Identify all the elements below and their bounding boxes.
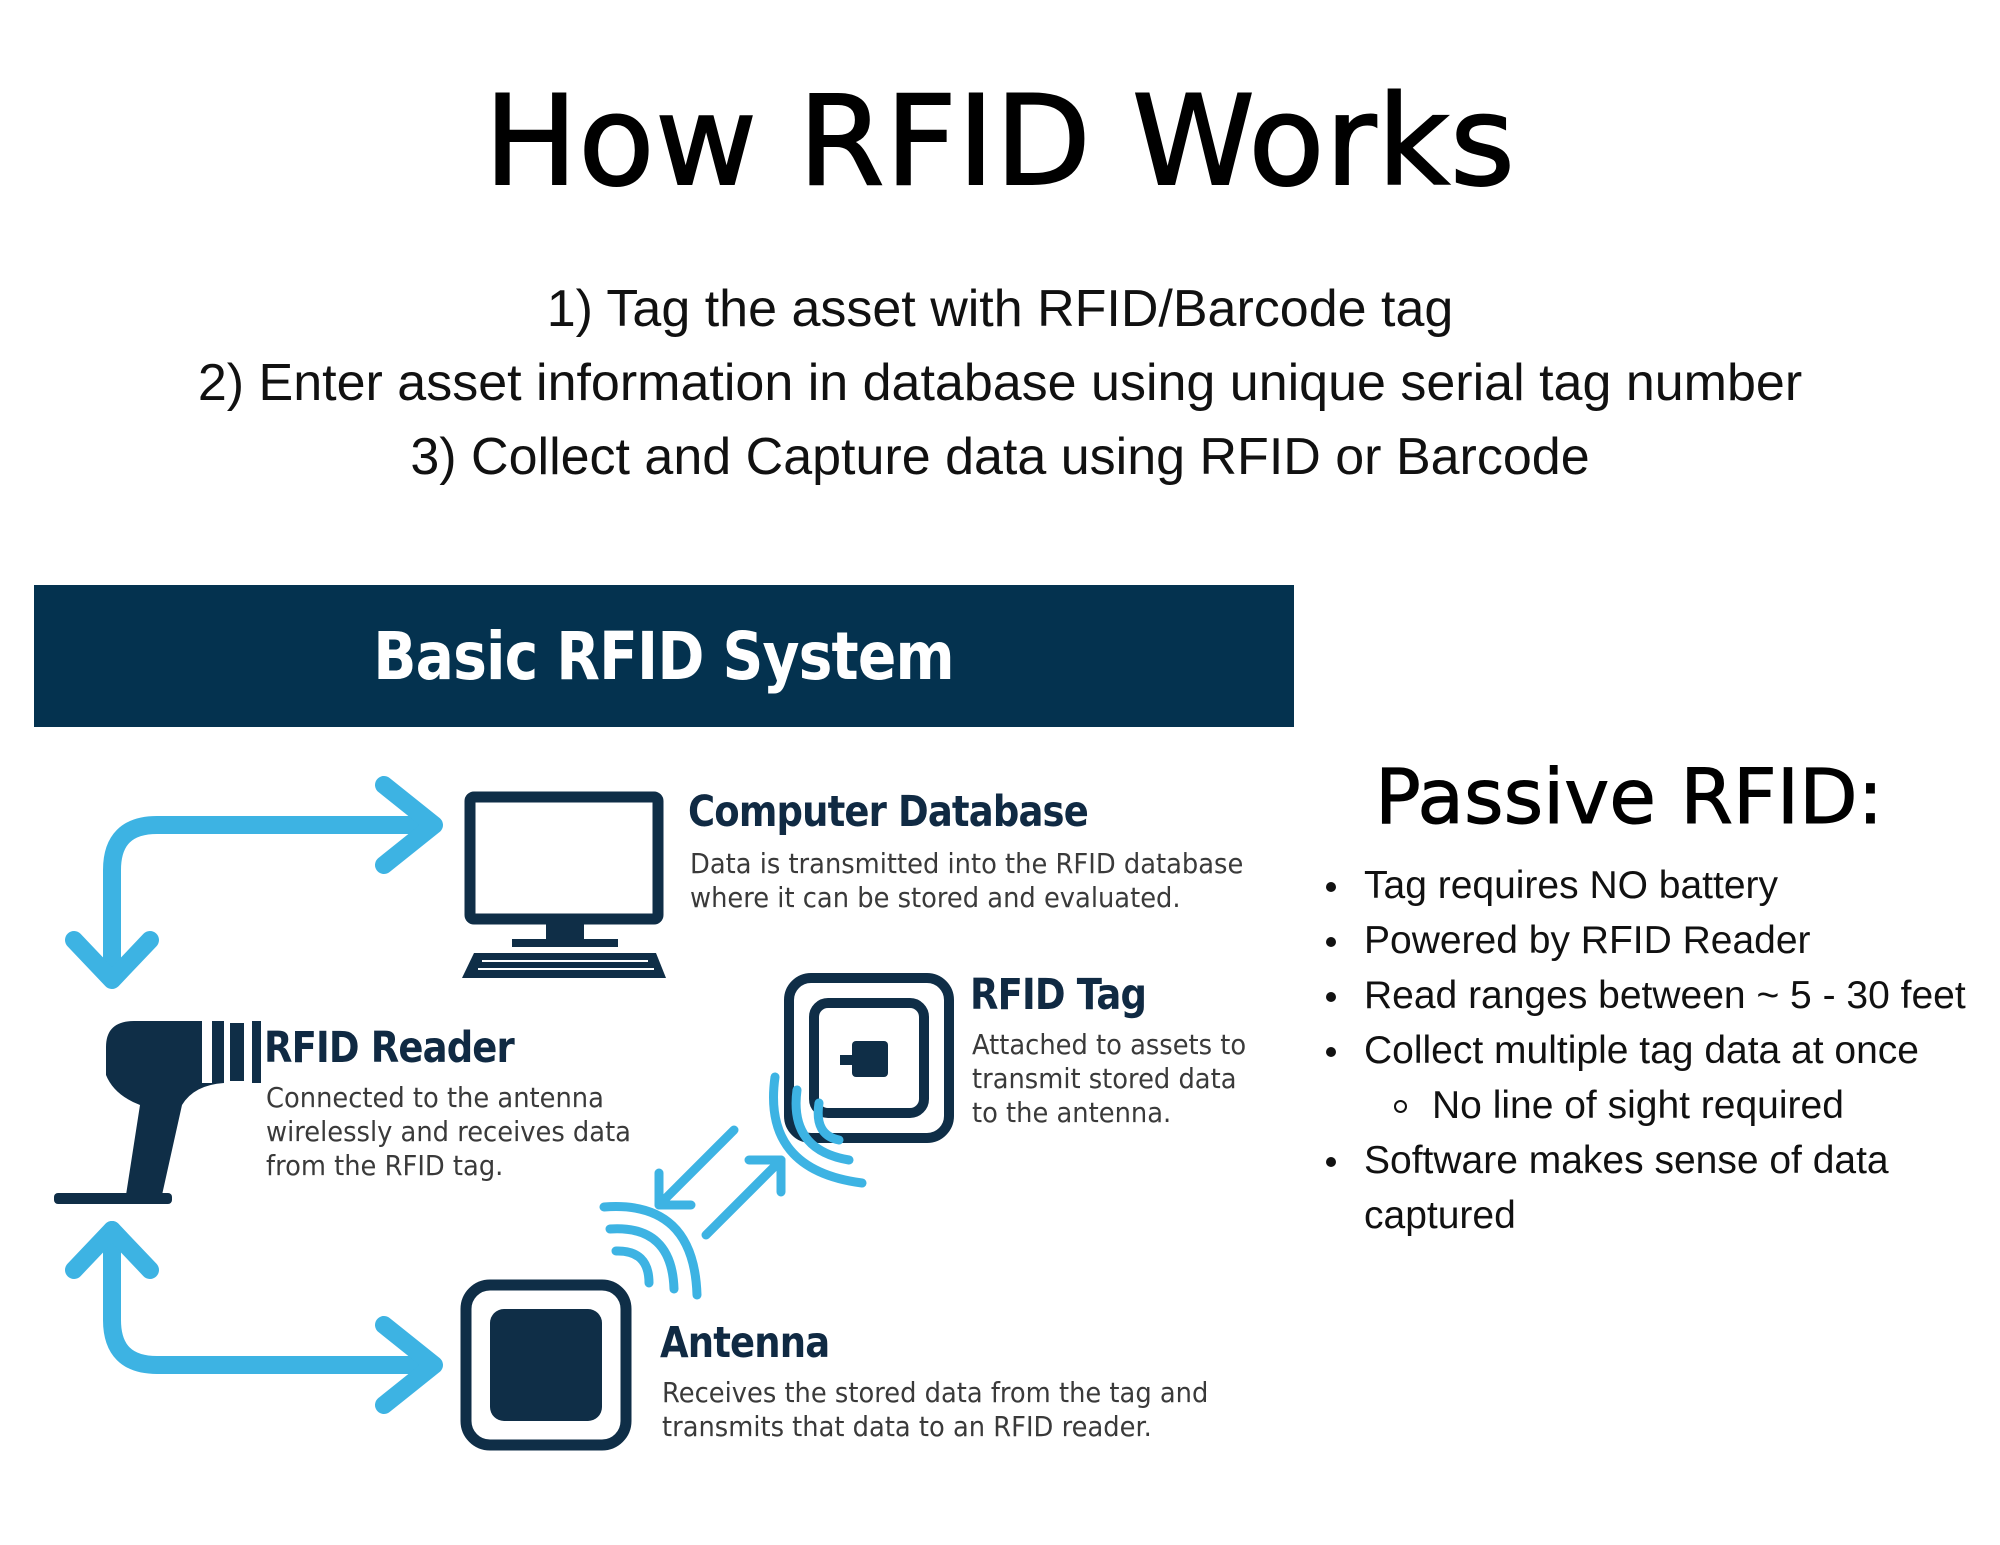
database-title: Computer Database bbox=[688, 787, 1089, 837]
rfid-tag-icon bbox=[784, 973, 954, 1143]
antenna-signal-waves bbox=[599, 1202, 702, 1300]
bullet-icon bbox=[1326, 937, 1336, 947]
database-description: Data is transmitted into the RFID databa… bbox=[690, 847, 1244, 914]
reader-description: Connected to the antenna wirelessly and … bbox=[266, 1081, 631, 1182]
rfid-reader-icon bbox=[54, 1021, 261, 1204]
bullet-icon bbox=[1326, 1157, 1336, 1167]
tag-title: RFID Tag bbox=[970, 970, 1147, 1020]
tag-description: Attached to assets to transmit stored da… bbox=[972, 1028, 1247, 1129]
steps-list: 1) Tag the asset with RFID/Barcode tag 2… bbox=[0, 272, 2000, 494]
computer-icon bbox=[462, 791, 666, 978]
diagram-banner: Basic RFID System bbox=[34, 585, 1294, 727]
bullet-icon bbox=[1326, 882, 1336, 892]
hollow-bullet-icon bbox=[1394, 1100, 1407, 1113]
step-3: 3) Collect and Capture data using RFID o… bbox=[410, 428, 1590, 486]
diagram-artwork bbox=[54, 776, 954, 1451]
list-item: Read ranges between ~ 5 - 30 feet bbox=[1320, 968, 2000, 1023]
passive-rfid-title: Passive RFID: bbox=[1374, 752, 1884, 842]
antenna-description: Receives the stored data from the tag an… bbox=[662, 1376, 1209, 1443]
bottom-cycle-arrow bbox=[65, 1221, 443, 1414]
reader-title: RFID Reader bbox=[264, 1023, 515, 1073]
passive-rfid-list: Tag requires NO battery Powered by RFID … bbox=[1320, 858, 2000, 1243]
top-cycle-arrow bbox=[65, 776, 443, 989]
page-title: How RFID Works bbox=[483, 70, 1516, 214]
tag-signal-waves bbox=[769, 1072, 867, 1188]
banner-title: Basic RFID System bbox=[373, 617, 955, 695]
list-item: Powered by RFID Reader bbox=[1320, 913, 2000, 968]
list-item: Tag requires NO battery bbox=[1320, 858, 2000, 913]
bullet-icon bbox=[1326, 992, 1336, 1002]
bidirectional-arrows bbox=[654, 1125, 786, 1240]
antenna-title: Antenna bbox=[660, 1318, 830, 1368]
list-item: Collect multiple tag data at once bbox=[1320, 1023, 2000, 1078]
step-1: 1) Tag the asset with RFID/Barcode tag bbox=[546, 280, 1454, 338]
antenna-icon bbox=[460, 1279, 632, 1451]
step-2: 2) Enter asset information in database u… bbox=[197, 354, 1803, 412]
rfid-diagram: Basic RFID System bbox=[34, 585, 1294, 1485]
list-item: Software makes sense of data captured bbox=[1320, 1133, 2000, 1243]
bullet-icon bbox=[1326, 1047, 1336, 1057]
sub-list-item: No line of sight required bbox=[1320, 1078, 2000, 1133]
